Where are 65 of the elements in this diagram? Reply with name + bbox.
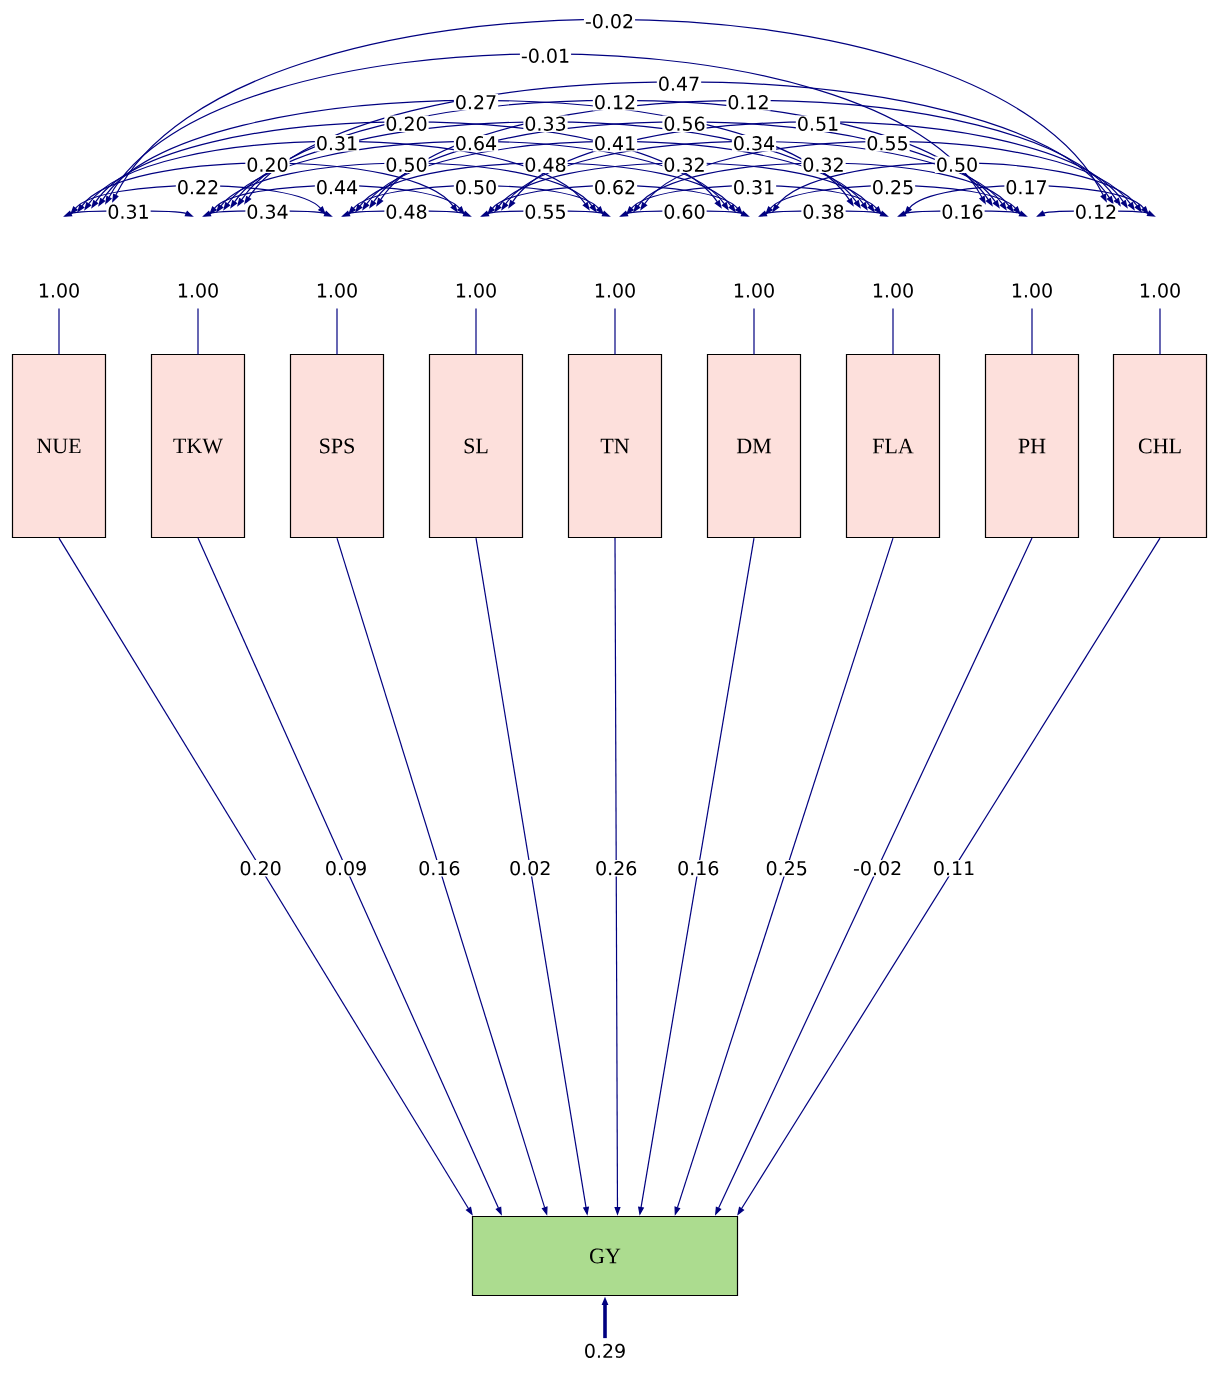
edge-label: 0.17 <box>1004 179 1049 196</box>
edge-label: 0.16 <box>676 860 721 877</box>
edge-label: 0.56 <box>662 115 707 132</box>
edge-label: -0.01 <box>519 47 572 64</box>
edge-label: 0.64 <box>453 135 499 152</box>
variance-label: 1.00 <box>317 283 357 298</box>
edge-label: 0.22 <box>175 179 221 196</box>
edge-label: 0.55 <box>523 203 568 220</box>
edge-label: 0.34 <box>245 203 290 220</box>
edge-label: 0.33 <box>523 115 568 132</box>
variable-box: SPS <box>289 353 385 539</box>
variance-label: 1.00 <box>1012 283 1052 298</box>
edge-label: 0.48 <box>384 203 429 220</box>
edge-label: 0.44 <box>314 179 360 196</box>
edge-label: 0.50 <box>934 156 980 173</box>
variance-label: 1.00 <box>734 283 774 298</box>
edge-label: 0.47 <box>656 75 702 92</box>
edge-label: 0.55 <box>865 135 910 152</box>
edge-label: -0.02 <box>583 13 636 30</box>
edge-label: 0.60 <box>662 203 707 220</box>
variable-box: FLA <box>845 353 941 539</box>
edge-label: 0.16 <box>417 860 462 877</box>
variance-label: 1.00 <box>595 283 635 298</box>
edge-label: 0.29 <box>585 1343 625 1358</box>
edge-label: 0.16 <box>940 203 985 220</box>
edge-label: 0.48 <box>523 156 568 173</box>
edge-label: 0.31 <box>106 203 151 220</box>
edge-label: 0.20 <box>245 156 290 173</box>
edge-label: 0.31 <box>314 135 360 152</box>
edge-label: 0.12 <box>592 94 638 111</box>
variable-box: TKW <box>150 353 246 539</box>
edge-label: 0.12 <box>726 94 771 111</box>
edge-label: 0.32 <box>662 156 707 173</box>
variable-box: TN <box>567 353 663 539</box>
edge-label: 0.62 <box>592 179 638 196</box>
edge-label: 0.51 <box>795 115 841 132</box>
edge-label: 0.50 <box>384 156 429 173</box>
edge-label: 0.34 <box>731 135 777 152</box>
edge-label: 0.41 <box>592 135 638 152</box>
variance-label: 1.00 <box>1140 283 1180 298</box>
variable-box: PH <box>984 353 1080 539</box>
edge-label: 0.25 <box>870 179 916 196</box>
edge-label: 0.31 <box>731 179 777 196</box>
edge-label: 0.09 <box>323 860 369 877</box>
edge-label: 0.25 <box>764 860 809 877</box>
variable-box: SL <box>428 353 524 539</box>
variable-box: DM <box>706 353 802 539</box>
variable-box: CHL <box>1112 353 1208 539</box>
variance-label: 1.00 <box>873 283 913 298</box>
edge-label: 0.12 <box>1073 203 1119 220</box>
edge-label: 0.20 <box>238 860 283 877</box>
variance-label: 1.00 <box>456 283 496 298</box>
variable-box: GY <box>471 1215 739 1297</box>
variable-box: NUE <box>11 353 107 539</box>
variance-label: 1.00 <box>178 283 218 298</box>
edge-label: 0.32 <box>801 156 846 173</box>
edge-label: 0.20 <box>384 115 429 132</box>
edge-label: 0.26 <box>594 860 639 877</box>
edge-label: 0.27 <box>453 94 499 111</box>
variance-label: 1.00 <box>39 283 79 298</box>
edge-label: 0.11 <box>931 860 977 877</box>
edge-label: 0.50 <box>453 179 499 196</box>
edge-label: 0.02 <box>508 860 553 877</box>
edge-label: 0.38 <box>801 203 846 220</box>
edge-label: -0.02 <box>852 860 904 877</box>
